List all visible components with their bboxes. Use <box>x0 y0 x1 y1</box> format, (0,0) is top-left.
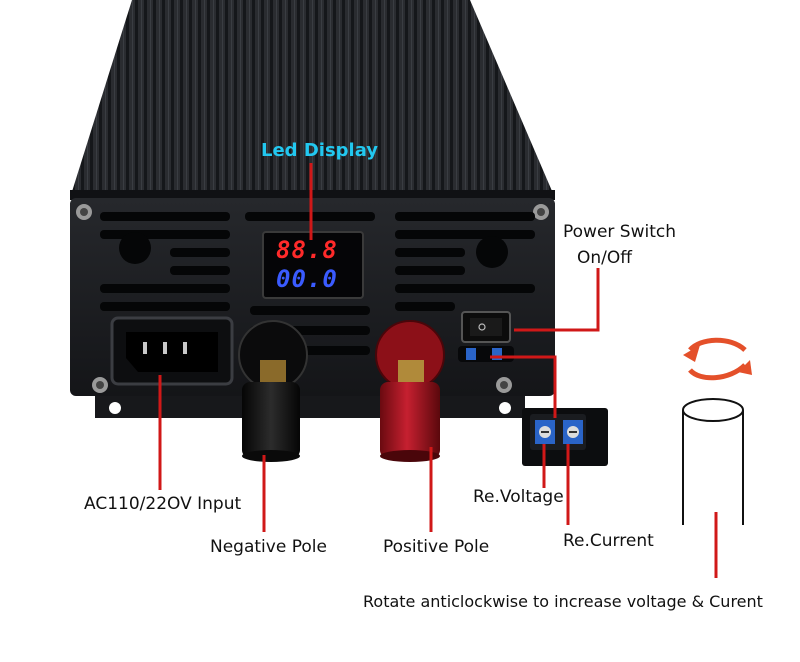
callout-lines <box>158 163 718 578</box>
re-current-label: Re.Current <box>563 531 654 551</box>
led-display-label: Led Display <box>261 140 379 161</box>
positive-terminal <box>375 320 445 462</box>
rotate-instruction: Rotate anticlockwise to increase voltage… <box>363 592 763 611</box>
vent-slots-left <box>100 212 230 311</box>
ac-input-label: AC110/22OV Input <box>84 494 242 514</box>
negative-terminal <box>238 320 308 462</box>
vent-slots-right <box>395 212 535 311</box>
rotate-anticlockwise-icon <box>682 337 752 525</box>
potentiometer-inset <box>522 408 608 466</box>
power-switch-onoff-label: On/Off <box>577 248 632 268</box>
ac-inlet <box>110 316 234 386</box>
re-voltage-label: Re.Voltage <box>473 487 564 507</box>
power-switch <box>461 311 511 343</box>
negative-pole-label: Negative Pole <box>210 537 327 557</box>
vent-slots-middle <box>245 212 375 355</box>
voltage-reading: 88.8 <box>276 236 338 264</box>
screw-icon <box>76 204 549 393</box>
led-display <box>262 231 364 299</box>
current-reading: 00.0 <box>276 265 338 293</box>
power-switch-label: Power Switch <box>563 222 677 242</box>
positive-pole-label: Positive Pole <box>383 537 490 557</box>
